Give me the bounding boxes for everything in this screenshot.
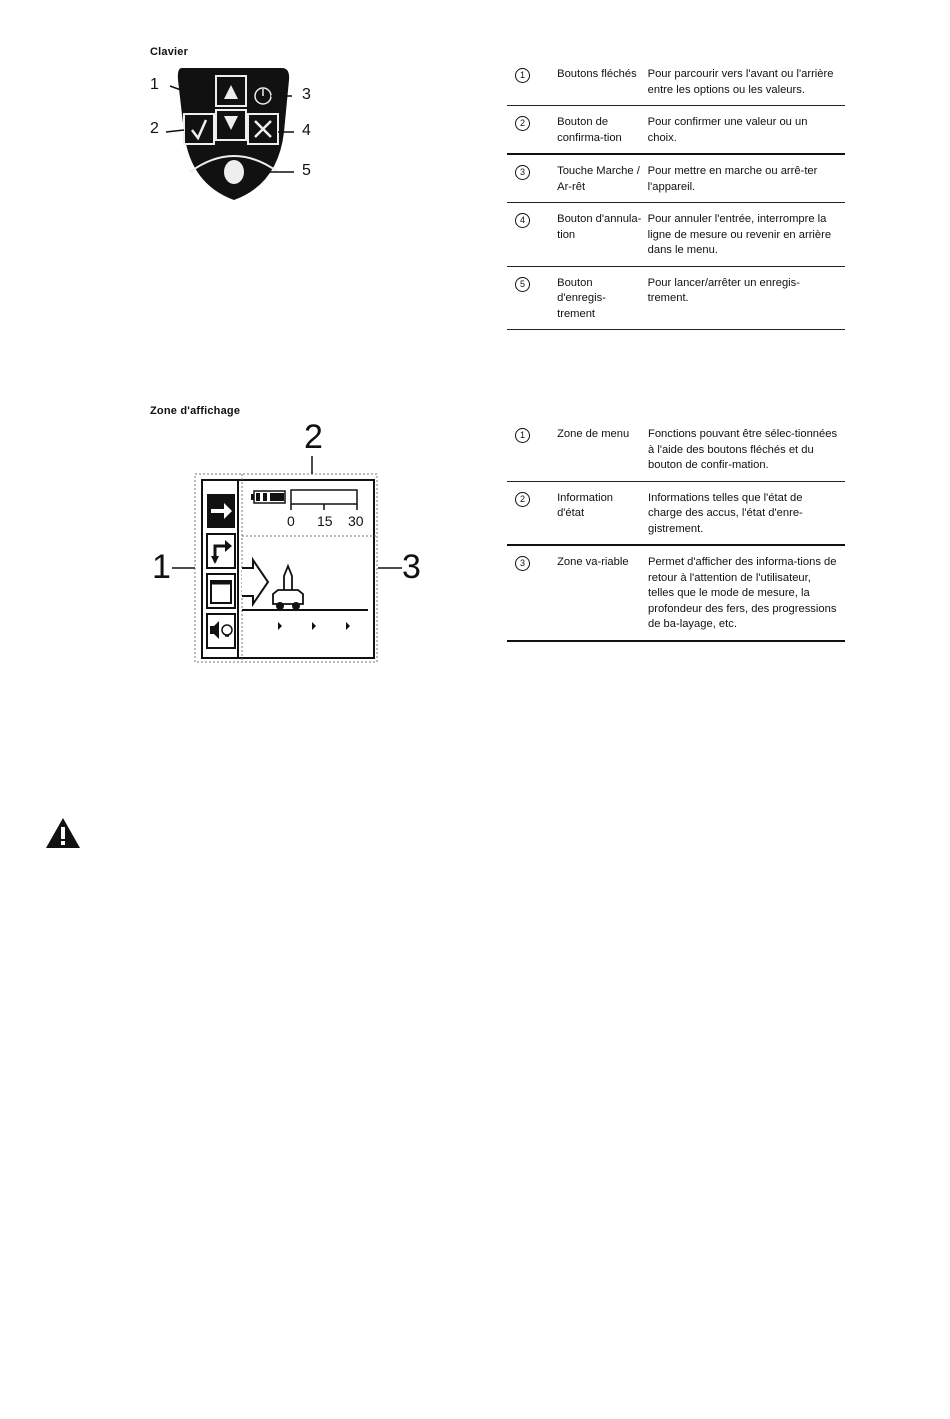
keypad-callout-5: 5 [302, 162, 311, 179]
item-term: Information d'état [557, 481, 648, 546]
display-callout-2: 2 [304, 418, 323, 456]
item-number: 5 [515, 276, 530, 292]
item-number: 3 [515, 556, 530, 571]
item-description: Pour confirmer une valeur ou un choix. [647, 105, 845, 155]
item-description: Informations telles que l'état de charge… [648, 481, 845, 546]
rebar-marker [278, 622, 350, 630]
menu-icon-light-sound [206, 613, 236, 649]
display-callout-lines [172, 456, 402, 569]
item-description: Pour parcourir vers l'avant ou l'arrière… [647, 58, 845, 106]
table-row: 3 Zone va-riable Permet d'afficher des i… [507, 545, 845, 642]
item-description: Pour mettre en marche ou arrê-ter l'appa… [647, 154, 845, 203]
item-description: Fonctions pouvant être sélec-tionnées à … [648, 418, 845, 482]
item-term: Bouton d'annula-tion [557, 202, 648, 267]
menu-icon-window [206, 573, 236, 609]
scale-label-15: 15 [317, 513, 333, 529]
keypad-table: 1 Boutons fléchés Pour parcourir vers l'… [507, 58, 845, 330]
keypad-callout-3: 3 [302, 86, 311, 103]
display-callout-1: 1 [152, 548, 171, 586]
item-term: Boutons fléchés [557, 58, 648, 106]
keypad-figure [165, 68, 294, 200]
table-row: 1 Zone de menu Fonctions pouvant être sé… [507, 418, 845, 482]
keypad-callout-2: 2 [150, 120, 159, 137]
table-row: 3 Touche Marche / Ar-rêt Pour mettre en … [507, 154, 845, 203]
table-row: 2 Information d'état Informations telles… [507, 481, 845, 546]
keypad-callout-4: 4 [302, 122, 311, 139]
item-number: 2 [515, 491, 530, 507]
item-number: 1 [515, 428, 530, 443]
item-term: Bouton d'enregis-trement [557, 266, 648, 330]
table-row: 2 Bouton de confirma-tion Pour confirmer… [507, 105, 845, 155]
arrow-up-icon [215, 75, 247, 107]
table-row: 1 Boutons fléchés Pour parcourir vers l'… [507, 58, 845, 106]
record-icon [224, 160, 244, 184]
display-figure: 0 15 30 [194, 473, 378, 663]
display-table: 1 Zone de menu Fonctions pouvant être sé… [507, 418, 845, 642]
menu-icon-next [207, 494, 235, 528]
item-term: Touche Marche / Ar-rêt [557, 154, 648, 203]
keypad-callout-1: 1 [150, 76, 159, 93]
menu-icon-return [206, 533, 236, 569]
check-icon [183, 113, 215, 145]
table-row: 5 Bouton d'enregis-trement Pour lancer/a… [507, 266, 845, 330]
scale-label-0: 0 [287, 513, 295, 529]
battery-icon [251, 490, 286, 504]
depth-scale-bar [290, 489, 358, 510]
keypad-caption: Clavier [150, 46, 189, 58]
item-number: 1 [515, 68, 530, 83]
scanner-icon [272, 563, 304, 610]
item-description: Pour annuler l'entrée, interrompre la li… [647, 202, 845, 267]
item-description: Pour lancer/arrêter un enregis-trement. [647, 266, 845, 330]
item-term: Zone de menu [557, 418, 648, 482]
item-description: Permet d'afficher des informa-tions de r… [648, 545, 845, 642]
item-number: 3 [515, 165, 530, 180]
item-number: 2 [515, 116, 530, 131]
cross-icon [247, 113, 279, 145]
display-callout-3: 3 [402, 548, 421, 586]
arrow-down-icon [215, 109, 247, 141]
scale-label-30: 30 [348, 513, 364, 529]
display-caption: Zone d'affichage [150, 405, 241, 417]
warning-triangle-icon [46, 818, 80, 848]
item-term: Bouton de confirma-tion [557, 105, 648, 155]
item-term: Zone va-riable [557, 545, 648, 642]
table-row: 4 Bouton d'annula-tion Pour annuler l'en… [507, 202, 845, 267]
item-number: 4 [515, 213, 530, 228]
direction-arrow-icon [242, 556, 270, 608]
